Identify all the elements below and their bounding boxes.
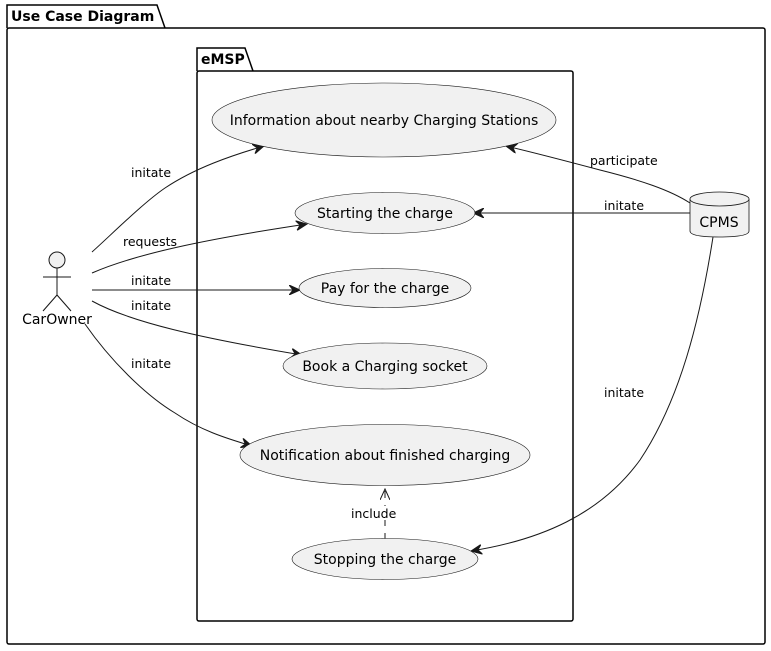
use-case-label: Book a Charging socket bbox=[302, 359, 468, 375]
edge-owner-book: initate bbox=[91, 298, 302, 355]
package-tab bbox=[6, 4, 166, 29]
use-case-notification: Notification about finished charging bbox=[239, 424, 531, 486]
actor-label: CPMS bbox=[699, 215, 738, 231]
edge-label: initate bbox=[604, 385, 644, 400]
edge-label: include bbox=[351, 506, 397, 521]
edge-include: include bbox=[350, 489, 398, 540]
edge-cpms-info: participate bbox=[506, 146, 691, 204]
edge-label: participate bbox=[590, 153, 658, 168]
use-case-label: Notification about finished charging bbox=[260, 448, 511, 464]
use-case-label: Information about nearby Charging Statio… bbox=[230, 113, 539, 129]
use-case-stopping: Stopping the charge bbox=[291, 538, 479, 580]
edge-owner-starting: requests bbox=[91, 224, 307, 274]
edge-owner-pay: initate bbox=[92, 273, 300, 290]
edge-label: initate bbox=[131, 298, 171, 313]
edge-cpms-starting: initate bbox=[473, 198, 690, 213]
use-case-label: Stopping the charge bbox=[314, 552, 456, 568]
actor-car-owner: CarOwner bbox=[22, 251, 92, 328]
edge-label: initate bbox=[131, 273, 171, 288]
use-case-label: Pay for the charge bbox=[321, 281, 449, 297]
edge-owner-info: initate bbox=[91, 146, 264, 253]
edge-label: initate bbox=[604, 198, 644, 213]
edge-owner-notification: initate bbox=[84, 323, 252, 446]
actor-cpms-database: CPMS bbox=[689, 191, 750, 238]
edge-label: initate bbox=[131, 165, 171, 180]
package-title: eMSP bbox=[201, 52, 245, 68]
use-case-pay: Pay for the charge bbox=[298, 268, 472, 308]
database-icon bbox=[689, 199, 750, 238]
use-case-info-nearby: Information about nearby Charging Statio… bbox=[211, 82, 557, 158]
actor-label: CarOwner bbox=[22, 312, 92, 328]
use-case-book: Book a Charging socket bbox=[282, 342, 488, 390]
package-title: Use Case Diagram bbox=[11, 9, 154, 25]
use-case-starting: Starting the charge bbox=[294, 192, 476, 234]
edge-label: initate bbox=[131, 356, 171, 371]
edge-cpms-stopping: initate bbox=[471, 236, 714, 551]
edge-label: requests bbox=[123, 234, 177, 249]
package-tab bbox=[196, 47, 254, 72]
use-case-label: Starting the charge bbox=[317, 206, 453, 222]
actor-head bbox=[48, 251, 66, 269]
